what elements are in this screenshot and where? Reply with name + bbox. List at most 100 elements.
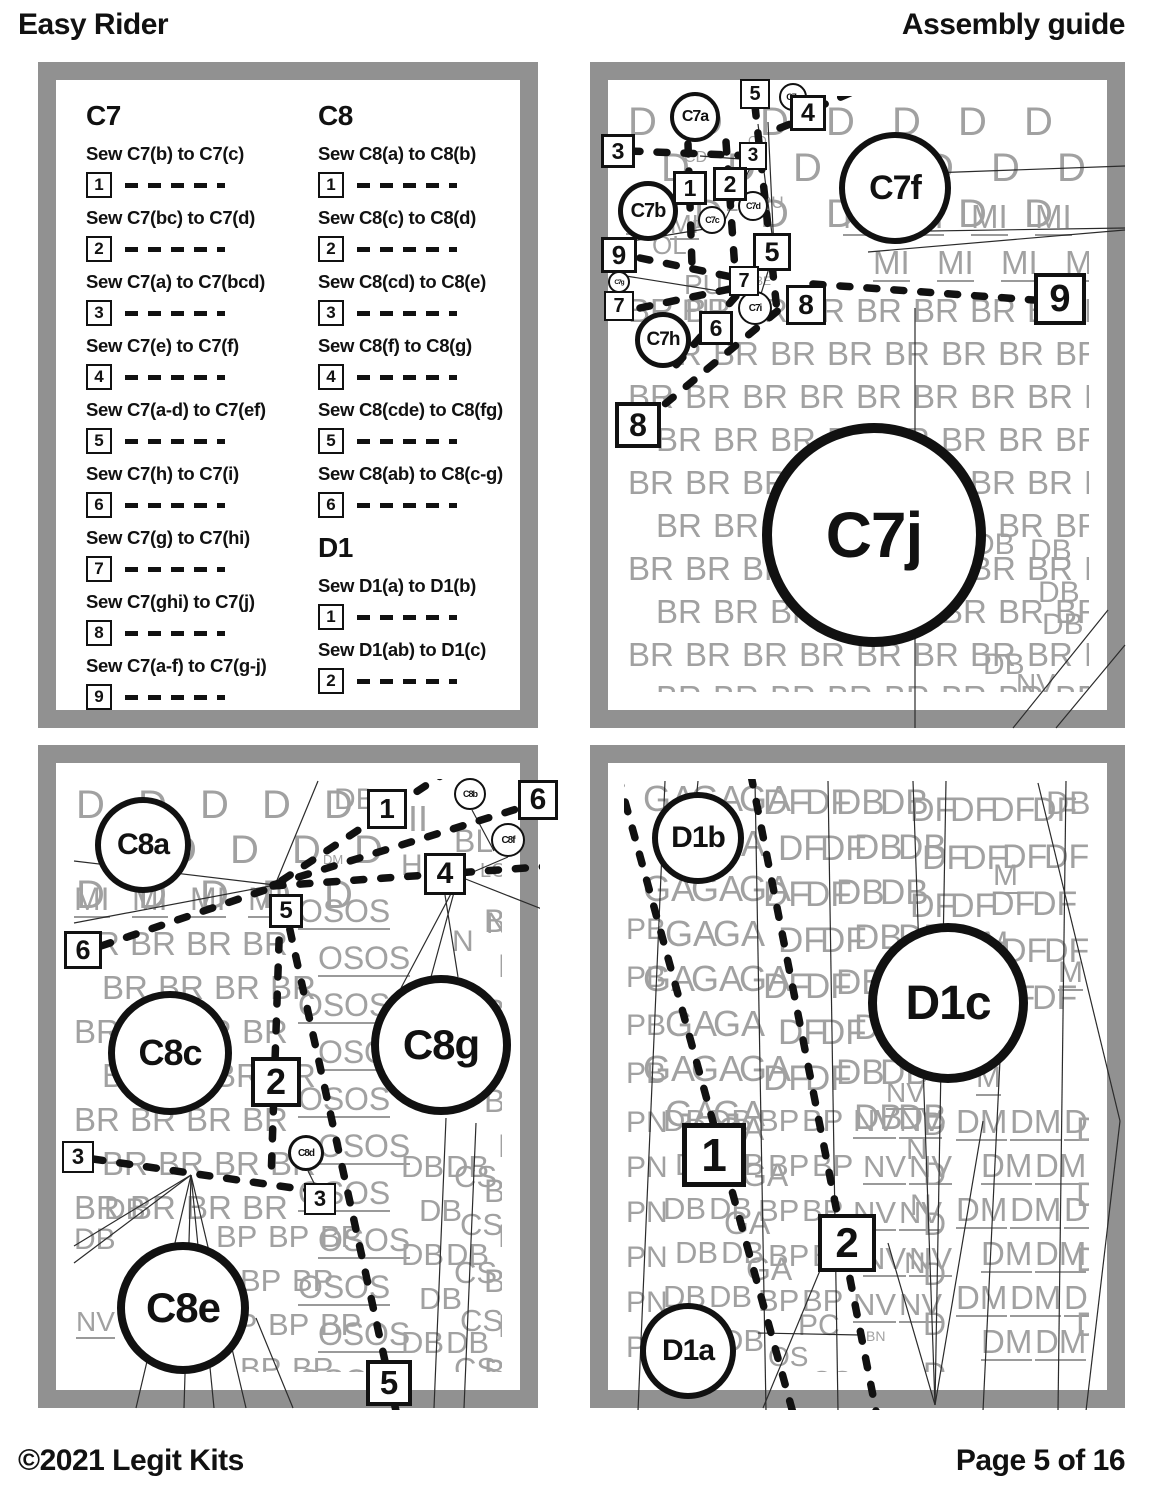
seam-number-8: 8 <box>615 402 661 448</box>
fabric-code: OS <box>344 1081 391 1118</box>
fabric-code: D <box>923 1306 947 1342</box>
sew-step-marker-row: 9 <box>86 684 311 710</box>
fabric-code: BR <box>884 681 930 692</box>
fabric-code: BR <box>856 292 902 329</box>
fabric-code: BR <box>913 378 959 415</box>
piece-label-c8c: C8c <box>108 991 232 1115</box>
seam-number-2: 2 <box>713 167 747 201</box>
sew-step-text: Sew C7(ghi) to C7(j) <box>86 591 255 612</box>
piece-label-c7j: C7j <box>762 423 986 647</box>
fabric-code: NV <box>899 1103 943 1139</box>
fabric-code: BR <box>770 681 816 692</box>
fabric-code: NV <box>853 1103 897 1139</box>
fabric-code: DB <box>446 1149 490 1184</box>
sew-step: Sew C7(b) to C7(c)1 <box>86 144 311 198</box>
fabric-code: DM <box>956 1191 1008 1229</box>
seam-dash-line <box>776 114 810 132</box>
fabric-code: OS <box>318 1034 365 1071</box>
sew-step-text: Sew C7(bc) to C7(d) <box>86 207 256 228</box>
fabric-code: DM <box>1064 1281 1089 1317</box>
seam-number-5: 5 <box>753 233 791 271</box>
section-heading: D1 <box>318 532 353 563</box>
step-number-box: 8 <box>86 620 112 646</box>
fabric-code: DF <box>950 791 996 829</box>
fabric-code: BN <box>498 1130 502 1162</box>
fabric-code: DB <box>836 873 885 912</box>
piece-label-c7a: C7a <box>670 92 720 142</box>
seam-dash-line <box>747 779 880 1410</box>
sew-step-marker-row: 6 <box>86 492 311 518</box>
fabric-code: MI <box>74 881 110 918</box>
patch-boundary-line <box>471 809 495 852</box>
fabric-code: OS <box>298 893 345 930</box>
fabric-code: NV <box>76 1306 115 1339</box>
fabric-code: DM <box>1064 1105 1089 1141</box>
fabric-code: GA <box>713 1003 766 1044</box>
patch-boundary-line <box>73 1174 192 1247</box>
fabric-code: BP <box>320 1307 362 1342</box>
fabric-code: BP <box>292 1351 334 1372</box>
sew-step: Sew C8(a) to C8(b)1 <box>318 144 543 198</box>
sew-step-marker-row: 2 <box>318 668 543 694</box>
sew-step-text: Sew C8(cd) to C8(e) <box>318 271 487 292</box>
fabric-code: PB <box>626 1009 667 1042</box>
diagram-d1: GAGAGAGAGAGAGAGAGAGAGAGAGAGAGAGAGAGAGAGA… <box>590 745 1125 1410</box>
patch-boundary-line <box>637 780 666 1410</box>
seam-dash-sample <box>357 502 457 508</box>
piece-label-c8a: C8a <box>95 797 191 893</box>
fabric-code: D <box>1024 100 1053 144</box>
piece-label-c7h: C7h <box>635 312 691 368</box>
patch-boundary-line <box>444 894 459 978</box>
fabric-code: DB <box>983 648 1025 681</box>
seam-dash-sample <box>357 678 457 684</box>
fabric-code: BR <box>685 550 731 587</box>
step-number-box: 4 <box>318 364 344 390</box>
fabric-code: II <box>408 798 429 839</box>
patch-boundary-line <box>255 1317 294 1409</box>
fabric-code: D <box>262 783 291 827</box>
seam-dash-line <box>809 280 1052 305</box>
seam-dash-line <box>636 282 748 312</box>
fabric-code: DB <box>104 1193 146 1226</box>
seam-number-2: 2 <box>818 1214 876 1272</box>
patch-boundary-line <box>463 1122 477 1409</box>
fabric-code: DB <box>836 1053 885 1092</box>
fabric-code: D <box>1076 1176 1089 1214</box>
piece-label-d1a: D1a <box>640 1303 736 1399</box>
sew-step-marker-row: 1 <box>318 604 543 630</box>
fabric-code: BR <box>1084 466 1089 499</box>
piece-label-c8d: C8d <box>288 1135 324 1171</box>
fabric-code: DM <box>1010 1369 1061 1372</box>
fabric-code: BR <box>913 292 959 329</box>
seam-line-layer <box>73 779 540 1410</box>
seam-number-4: 4 <box>790 95 826 131</box>
seam-dash-line <box>684 140 696 270</box>
fabric-code: DM <box>1010 1103 1062 1141</box>
seam-number-3: 3 <box>601 134 635 168</box>
step-number-box: 7 <box>86 556 112 582</box>
fabric-code: BR <box>1084 552 1089 585</box>
fabric-code: D <box>826 100 855 144</box>
sew-step: Sew C7(a) to C7(bcd)3 <box>86 272 311 326</box>
seam-number-2: 2 <box>251 1057 301 1107</box>
fabric-code: BR <box>713 593 759 630</box>
fabric-code: GA <box>691 958 744 999</box>
patch-boundary-line <box>887 1242 936 1406</box>
fabric-code: BR <box>799 636 845 673</box>
fabric-code: BR <box>74 1101 120 1138</box>
fabric-code: DM <box>1035 1323 1087 1361</box>
fabric-code: BR <box>628 636 674 673</box>
sew-step-marker-row: 6 <box>318 492 543 518</box>
document-subtitle: Assembly guide <box>901 8 1126 41</box>
piece-label-c7c: C7c <box>698 206 726 234</box>
sew-step-marker-row: 2 <box>318 236 543 262</box>
fabric-code: BR <box>713 507 759 544</box>
seam-dash-line <box>636 254 760 286</box>
fabric-code: DB <box>880 873 929 912</box>
sew-step: Sew D1(ab) to D1(c)2 <box>318 640 543 694</box>
sew-step-text: Sew C7(a-d) to C7(ef) <box>86 399 266 420</box>
fabric-code: DM <box>981 1147 1033 1185</box>
step-number-box: 6 <box>318 492 344 518</box>
